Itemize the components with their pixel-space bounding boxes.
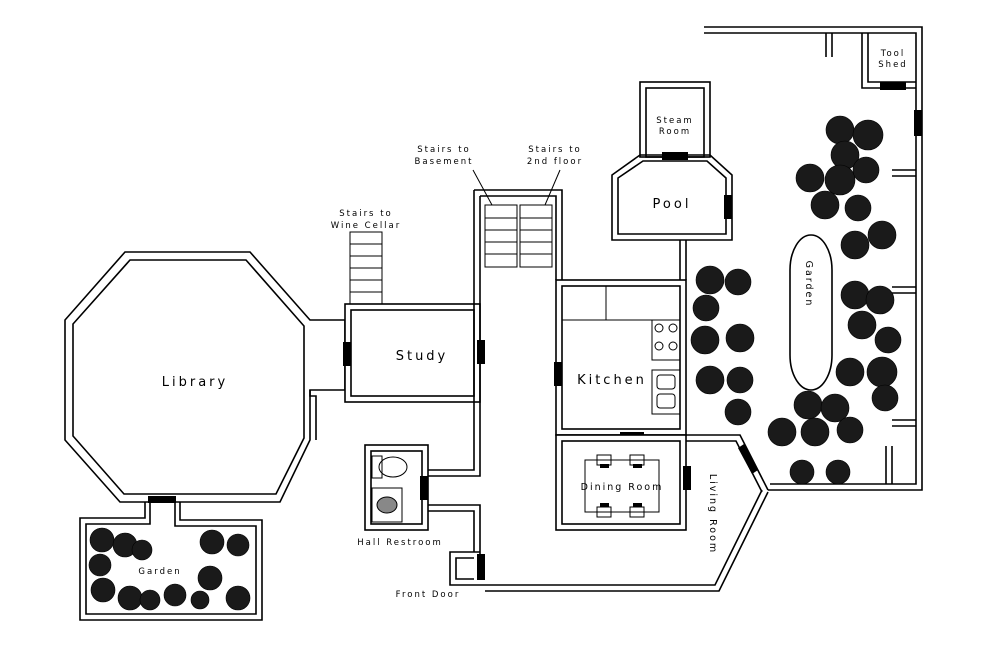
hall-restroom[interactable]: Hall Restroom: [357, 444, 443, 548]
library-label: Library: [162, 375, 228, 390]
library-garden-door[interactable]: [148, 496, 176, 503]
dining-chairs: [596, 454, 645, 518]
hallway: [309, 304, 481, 558]
restroom-door[interactable]: [420, 476, 428, 500]
pool-label: Pool: [653, 197, 692, 212]
tool-shed[interactable]: Tool Shed: [878, 49, 907, 70]
basement-stairs-label-1: Stairs to: [417, 145, 470, 155]
pool-garden-door[interactable]: [724, 195, 732, 219]
small-garden-shrubs: [88, 527, 251, 611]
study-hall-door[interactable]: [477, 340, 485, 364]
tool-shed-label-1: Tool: [880, 49, 906, 59]
central-stair-block: [473, 189, 563, 304]
front-door[interactable]: [477, 554, 485, 580]
tool-shed-label-2: Shed: [878, 60, 907, 70]
small-garden[interactable]: Garden: [79, 502, 263, 621]
second-floor-stairs-label-2: 2nd floor: [527, 157, 583, 167]
steam-room[interactable]: Steam Room: [639, 81, 711, 158]
dining-room[interactable]: Dining Room: [555, 434, 687, 531]
hall-restroom-label: Hall Restroom: [357, 538, 443, 548]
garden-east-door[interactable]: [914, 110, 922, 136]
kitchen-room[interactable]: Kitchen: [555, 279, 687, 436]
steam-room-label-1: Steam: [656, 116, 693, 126]
steam-room-label-2: Room: [659, 127, 691, 137]
study-room[interactable]: Study: [344, 303, 481, 403]
second-floor-stairs[interactable]: Stairs to 2nd floor: [519, 145, 583, 268]
basement-stairs[interactable]: Stairs to Basement: [415, 145, 518, 268]
wine-cellar-stairs[interactable]: Stairs to Wine Cellar: [331, 209, 402, 305]
large-garden-label: Garden: [803, 261, 814, 308]
tool-shed-door[interactable]: [880, 82, 906, 90]
kitchen-hall-door[interactable]: [554, 362, 562, 386]
pool-room[interactable]: Pool: [611, 154, 733, 280]
kitchen-label: Kitchen: [577, 373, 647, 388]
large-garden-shrubs: [690, 115, 902, 485]
living-room[interactable]: Living Room: [480, 434, 769, 592]
wine-cellar-stairs-label-1: Stairs to: [339, 209, 392, 219]
small-garden-label: Garden: [138, 567, 181, 577]
front-entry: [449, 551, 480, 586]
second-floor-stairs-label-1: Stairs to: [528, 145, 581, 155]
library-room[interactable]: Library: [64, 251, 346, 503]
wine-cellar-stairs-label-2: Wine Cellar: [331, 221, 402, 231]
living-room-label: Living Room: [707, 474, 718, 554]
basement-stairs-label-2: Basement: [415, 157, 474, 167]
front-door-label: Front Door: [396, 590, 461, 600]
large-garden[interactable]: Garden: [690, 26, 923, 491]
steam-room-door[interactable]: [662, 152, 688, 160]
study-label: Study: [396, 349, 449, 364]
living-garden-door[interactable]: [738, 444, 758, 474]
dining-living-door[interactable]: [683, 466, 691, 490]
study-library-door[interactable]: [343, 342, 351, 366]
dining-room-label: Dining Room: [581, 482, 664, 493]
